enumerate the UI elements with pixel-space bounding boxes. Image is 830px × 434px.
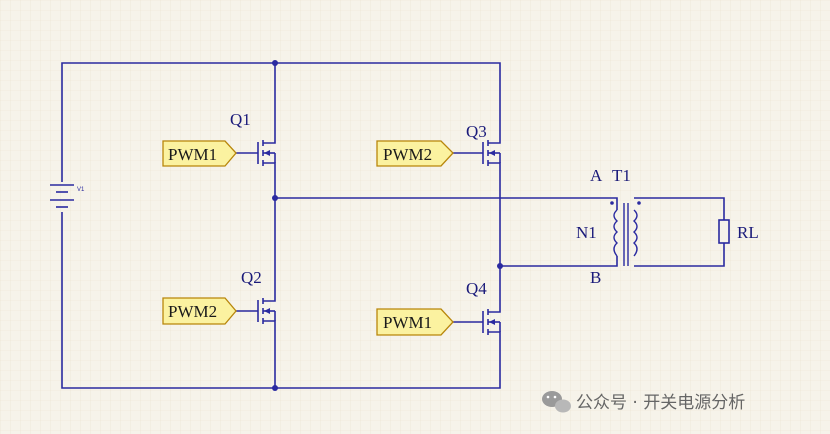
mosfet-q1 — [236, 128, 276, 178]
q1-label: Q1 — [230, 110, 251, 129]
pwm-label-q3: PWM2 — [383, 145, 432, 164]
pwm-tag-q4: PWM1 — [376, 308, 454, 336]
transformer-t1 — [613, 203, 638, 266]
junctions — [272, 60, 503, 391]
node-a-label: A — [590, 166, 603, 185]
node-b-label: B — [590, 268, 601, 287]
winding-label: N1 — [576, 223, 597, 242]
load-resistor — [718, 219, 730, 244]
q4-label: Q4 — [466, 279, 487, 298]
pwm-tag-q1: PWM1 — [162, 140, 237, 167]
q3-label: Q3 — [466, 122, 487, 141]
wechat-icon — [542, 391, 571, 413]
load-label: RL — [737, 223, 759, 242]
battery-source — [50, 184, 74, 208]
mosfet-q4 — [453, 290, 501, 350]
pwm-tag-q2: PWM2 — [162, 297, 237, 325]
pwm-tag-q3: PWM2 — [376, 140, 454, 167]
watermark: 公众号 · 开关电源分析 — [542, 391, 745, 413]
pwm-label-q1: PWM1 — [168, 145, 217, 164]
pwm-label-q2: PWM2 — [168, 302, 217, 321]
transformer-label: T1 — [612, 166, 631, 185]
q2-label: Q2 — [241, 268, 262, 287]
source-label: V1 — [77, 187, 85, 193]
watermark-text: 公众号 · 开关电源分析 — [576, 393, 745, 413]
wires — [61, 62, 725, 389]
pwm-label-q4: PWM1 — [383, 313, 432, 332]
